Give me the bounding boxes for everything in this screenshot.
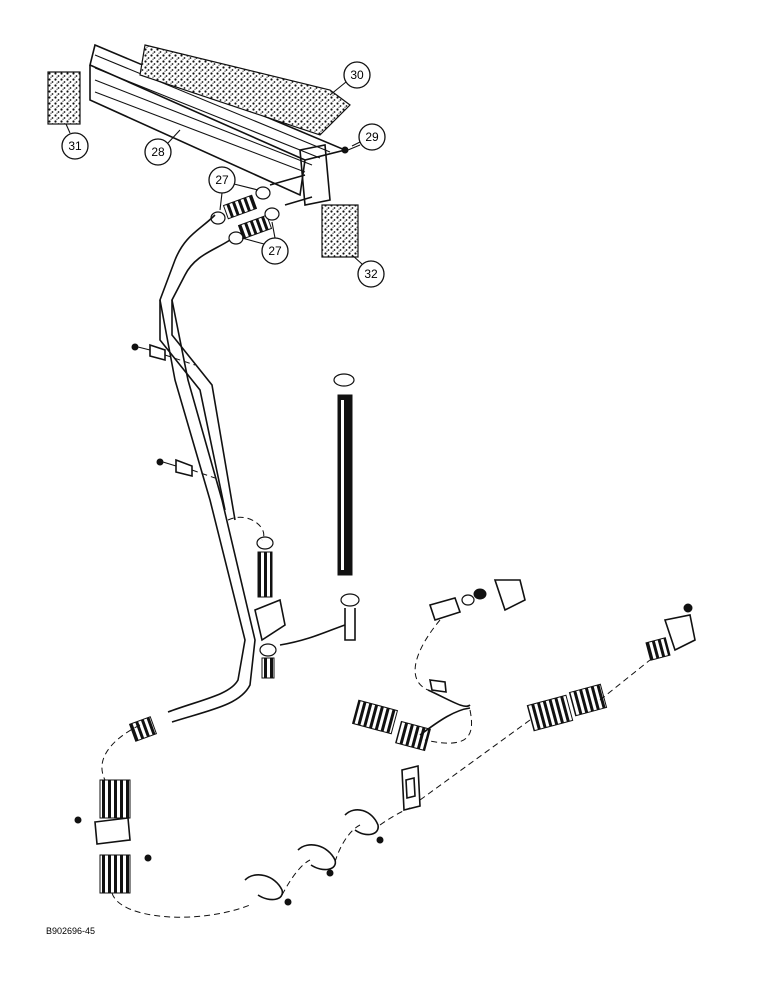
callout-31: 31 bbox=[61, 123, 89, 160]
middle-hose-coils bbox=[351, 679, 471, 752]
callout-32: 32 bbox=[351, 254, 385, 288]
left-hose-coils bbox=[74, 716, 158, 894]
svg-text:28: 28 bbox=[151, 145, 165, 159]
oil-cooler bbox=[89, 43, 348, 206]
hose-routing-lines bbox=[101, 619, 651, 918]
callout-27-upper: 27 bbox=[208, 166, 259, 211]
bracket-clamp bbox=[401, 764, 421, 812]
figure-reference: B902696-45 bbox=[46, 926, 95, 936]
svg-text:30: 30 bbox=[350, 68, 364, 82]
callout-29: 29 bbox=[351, 123, 386, 151]
svg-text:32: 32 bbox=[364, 267, 378, 281]
callout-28: 28 bbox=[144, 129, 181, 166]
hose-connectors-27 bbox=[210, 186, 280, 245]
svg-text:29: 29 bbox=[365, 130, 379, 144]
tube-clamp-upper bbox=[131, 343, 196, 366]
foam-block-32 bbox=[321, 204, 359, 258]
tube-clamp-lower bbox=[156, 458, 216, 479]
foam-pad-30 bbox=[139, 44, 351, 136]
screw-29 bbox=[341, 144, 361, 154]
center-fitting-assembly bbox=[227, 516, 346, 679]
foam-block-31 bbox=[47, 71, 81, 125]
cooler-end-tank bbox=[299, 144, 331, 206]
right-hose-coils bbox=[526, 603, 696, 732]
oil-cooler-tubes bbox=[159, 214, 256, 723]
svg-text:31: 31 bbox=[68, 139, 82, 153]
vertical-tube bbox=[333, 373, 360, 641]
elbow-fittings bbox=[428, 579, 526, 622]
p-clamps bbox=[244, 809, 384, 906]
callout-30: 30 bbox=[329, 61, 371, 96]
callout-27-lower: 27 bbox=[241, 221, 289, 265]
svg-text:27: 27 bbox=[268, 244, 282, 258]
svg-text:27: 27 bbox=[215, 173, 229, 187]
